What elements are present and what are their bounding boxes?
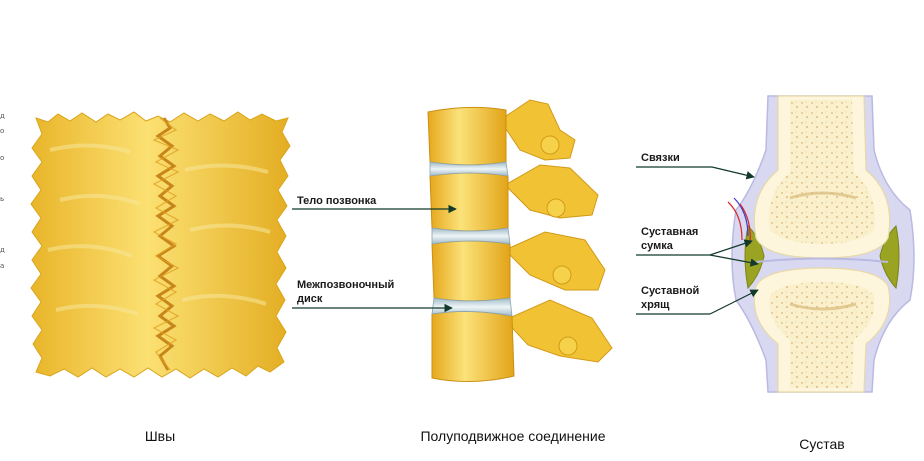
edge-fragment: ь (0, 195, 4, 203)
vertebra (431, 240, 511, 302)
spine-illustration (427, 99, 613, 383)
caption-sutures: Швы (145, 428, 175, 444)
label-ligaments: Связки (636, 152, 755, 180)
capsule-leader-arrow-1 (709, 239, 753, 256)
vertebral-bodies (427, 106, 515, 383)
suture-seam (155, 117, 177, 371)
intervertebral-discs (429, 161, 513, 317)
capsule-leader-arrow-2 (709, 254, 759, 267)
label-intervertebral-disc: Межпозвоночный диск (292, 279, 453, 313)
label-vertebral-body: Тело позвонка (292, 195, 457, 214)
vertebral-body-label: Тело позвонка (297, 195, 377, 207)
cartilage-leader-arrow (709, 289, 759, 315)
vertebra (431, 310, 515, 383)
joint-illustration (727, 95, 915, 393)
disc-label-line2: диск (297, 293, 323, 305)
joint-space (755, 257, 889, 263)
edge-fragment: о (0, 154, 4, 162)
upper-bone-spongy (768, 100, 876, 244)
capsule-label-line2: сумка (641, 240, 674, 252)
suture-texture (47, 143, 271, 316)
caption-joint: Сустав (799, 436, 844, 452)
ligaments-leader-arrow (711, 166, 755, 180)
disc-label-line1: Межпозвоночный (297, 279, 394, 291)
lower-bone-spongy (769, 282, 875, 388)
edge-fragment: д (0, 246, 5, 254)
edge-fragment: д (0, 112, 5, 120)
vertebra (427, 106, 507, 166)
label-capsule: Суставная сумка (636, 226, 759, 267)
ligaments-label: Связки (641, 152, 680, 164)
edge-fragment: а (0, 262, 4, 270)
label-cartilage: Суставной хрящ (636, 285, 759, 315)
left-edge-fragments: д о о ь д а (0, 112, 5, 270)
disc (431, 227, 511, 245)
caption-semi-movable: Полуподвижное соединение (420, 428, 605, 444)
suture-bone-plate (30, 111, 291, 379)
capsule-label-line1: Суставная (641, 226, 698, 238)
cartilage-label-line2: хрящ (641, 299, 670, 311)
suture-illustration (30, 111, 291, 379)
edge-fragment: о (0, 127, 4, 135)
cartilage-label-line1: Суставной (641, 285, 699, 297)
disc (429, 161, 509, 177)
vertebra (429, 172, 509, 232)
